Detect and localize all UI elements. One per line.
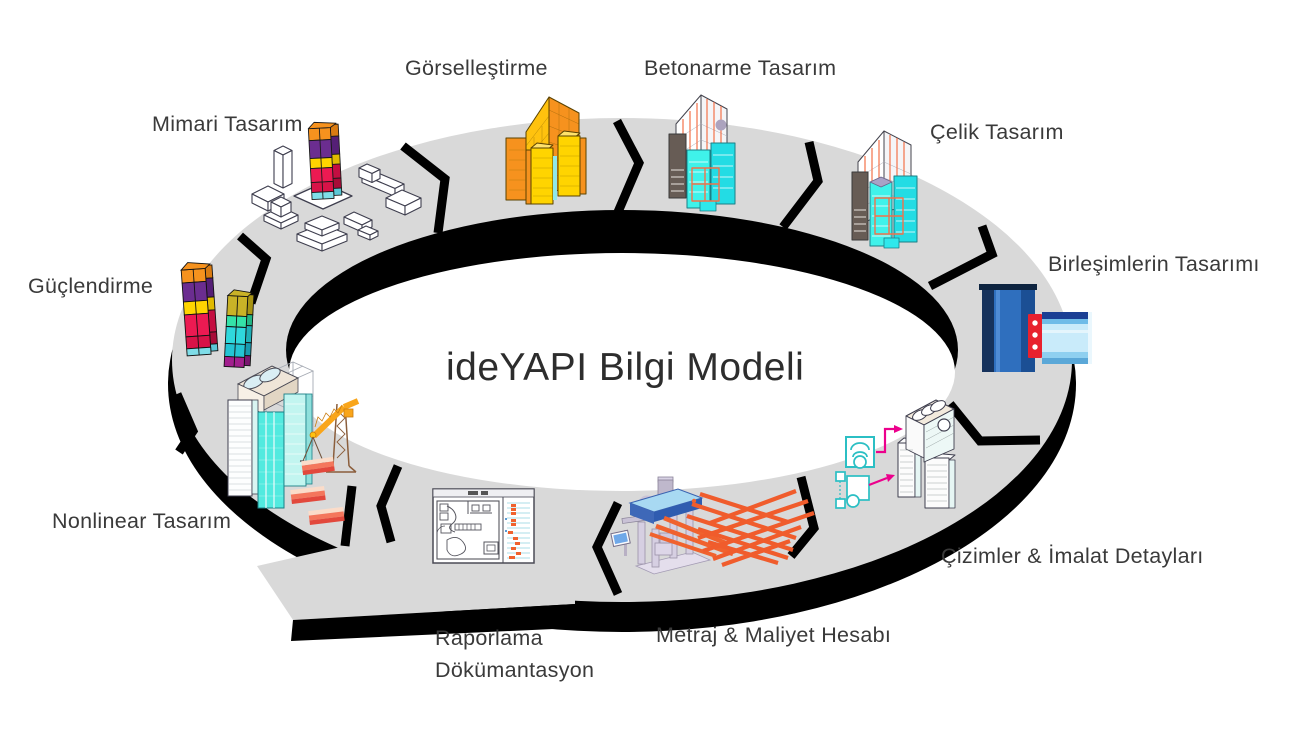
segment-label-guclendirme: Güçlendirme [28, 274, 154, 298]
segment-dividers [172, 118, 1041, 596]
rebar-cage-icon [691, 167, 720, 202]
segment-label-metraj-maliyet-hesabi: Metraj & Maliyet Hesabı [656, 623, 892, 647]
steel-frame-towers-icon [851, 130, 918, 249]
rendered-towers-icon [505, 96, 587, 205]
material-stacks-icon [290, 456, 345, 526]
ring-tail [257, 486, 575, 641]
segment-label-birlesimlerin-tasarimi: Birleşimlerin Tasarımı [1048, 252, 1260, 276]
color-banded-tower-icon [307, 121, 343, 201]
pink-arrow-icons [868, 425, 903, 487]
tower-crane-icon [299, 398, 360, 473]
building-detail-callouts-icon [835, 399, 956, 509]
diagram-center-title: ideYAPI Bilgi Modeli [446, 346, 805, 389]
segment-label-nonlinear-tasarim: Nonlinear Tasarım [52, 509, 232, 533]
segment-label-gorsellestirme: Görselleştirme [405, 56, 548, 80]
architectural-massing-blocks-icon [251, 121, 422, 252]
segment-label-cizimler-imalat-detaylari: Çizimler & İmalat Detayları [941, 544, 1204, 568]
retrofit-towers-icon [180, 262, 255, 368]
rebar-pile-icon [686, 489, 815, 567]
rebar-cage-icon [874, 197, 904, 235]
floor-plan-report-icon [432, 488, 535, 564]
beam-column-connection-icon [979, 284, 1092, 372]
segment-label-raporlama-dokumantasyon: Raporlama Dökümantasyon [435, 626, 595, 683]
concrete-towers-icon [668, 94, 736, 212]
segment-label-betonarme-tasarim: Betonarme Tasarım [644, 56, 837, 80]
segment-label-celik-tasarim: Çelik Tasarım [930, 120, 1064, 144]
tail-junction-edge [340, 485, 357, 547]
detail-callout-icons [835, 436, 875, 509]
segment-label-mimari-tasarim: Mimari Tasarım [152, 112, 303, 136]
